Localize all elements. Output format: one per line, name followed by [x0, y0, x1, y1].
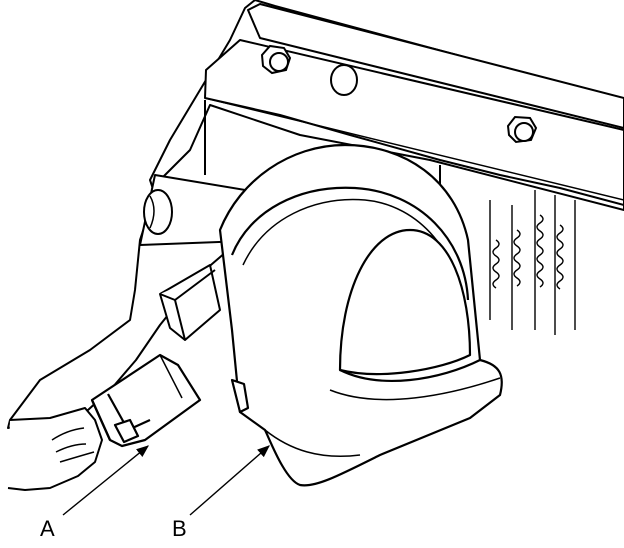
- connector: [90, 353, 202, 448]
- bracket-tab: [159, 264, 221, 341]
- horn: [218, 143, 503, 487]
- wire-harness: [7, 407, 103, 491]
- callout-b-label: B: [172, 516, 187, 541]
- bolt-icon: [260, 44, 292, 75]
- callout-a-leader: [62, 445, 149, 516]
- top-plate: [204, 3, 624, 206]
- hole-icon: [330, 64, 358, 96]
- callout-a-label: A: [40, 516, 55, 541]
- bolt-icon: [506, 115, 538, 144]
- radiator-fins: [489, 190, 576, 335]
- callout-b-leader: [189, 445, 270, 516]
- mounting-holes: [260, 44, 538, 144]
- callout-leaders: [62, 445, 270, 516]
